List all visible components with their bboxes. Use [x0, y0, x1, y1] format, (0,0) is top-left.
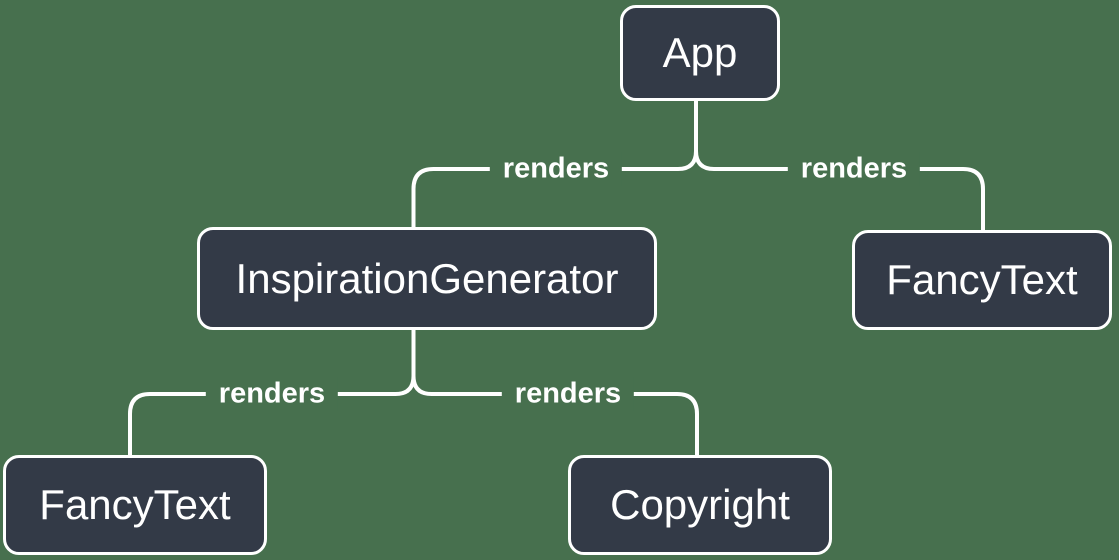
node-app: App	[620, 5, 780, 101]
node-inspiration-generator: InspirationGenerator	[197, 227, 657, 330]
node-copyright: Copyright	[568, 455, 832, 555]
node-fancy-text-bottom-left: FancyText	[3, 455, 267, 555]
edge-label-app-fancytext: renders	[787, 151, 921, 187]
edge-label-inspirationgenerator-fancytext: renders	[205, 376, 339, 412]
edge-label-app-inspirationgenerator: renders	[489, 151, 623, 187]
edge-label-inspirationgenerator-copyright: renders	[501, 376, 635, 412]
node-fancy-text-top-right: FancyText	[852, 230, 1112, 330]
